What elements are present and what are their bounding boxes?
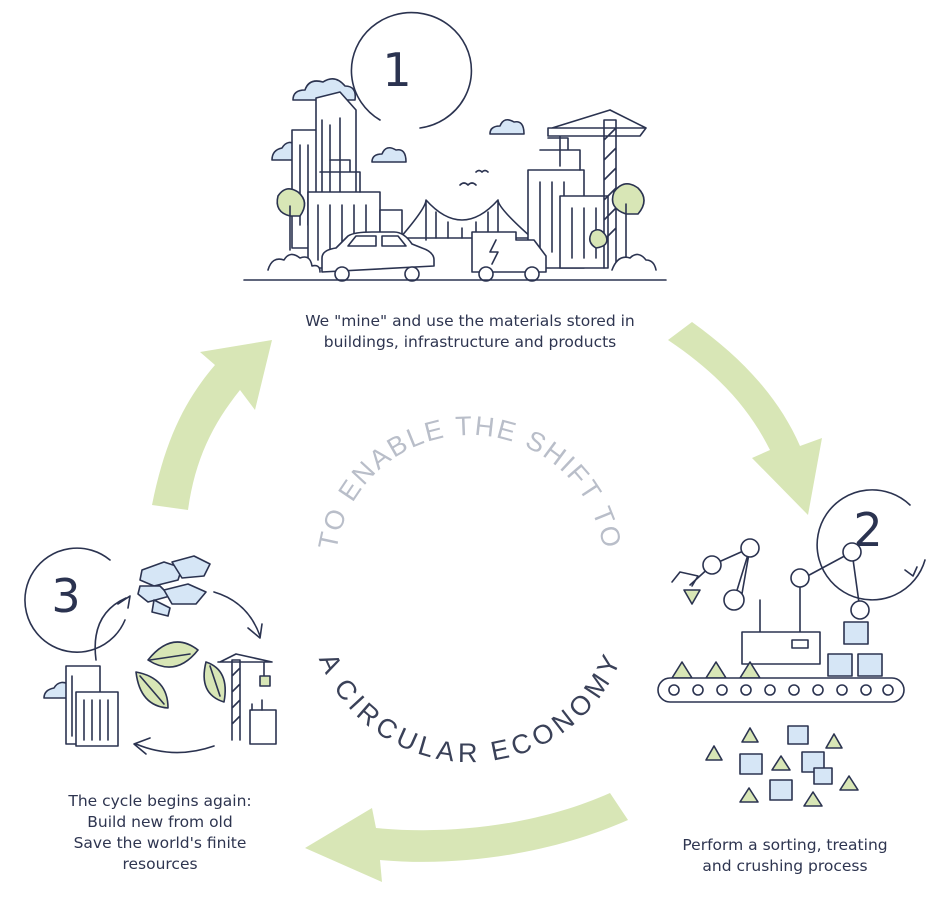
step2-caption-line-2: and crushing process — [702, 857, 867, 875]
step2-caption: Perform a sorting, treating and crushing… — [682, 836, 887, 875]
building-icon — [249, 709, 277, 745]
crushed-material-icon — [137, 555, 211, 617]
svg-text:TO ENABLE THE SHIFT TO: TO ENABLE THE SHIFT TO — [313, 411, 628, 552]
step1-city-illustration: 1 — [243, 11, 667, 282]
arrow-step2-to-step3 — [305, 793, 628, 882]
robot-arm-icon — [799, 551, 861, 633]
step3-caption-line-2: Build new from old — [87, 813, 232, 831]
step1-number-circle — [350, 11, 473, 129]
arrow-step1-to-step2 — [668, 322, 822, 515]
cycle-arrows — [152, 322, 822, 882]
step3-caption-line-3: Save the world's finite — [74, 834, 247, 852]
triangle-piece — [671, 661, 693, 679]
crane-icon — [217, 653, 273, 741]
step3-number-circle — [24, 547, 126, 653]
step2-processing-illustration: 2 — [657, 489, 926, 807]
step3-caption: The cycle begins again: Build new from o… — [67, 792, 251, 873]
triangle-piece — [683, 589, 701, 605]
sorted-pile — [705, 727, 859, 807]
step3-caption-line-1: The cycle begins again: — [67, 792, 251, 810]
step2-caption-line-1: Perform a sorting, treating — [682, 836, 887, 854]
cycle-arrow-icon — [94, 595, 131, 661]
tree-icon — [611, 183, 645, 263]
truck-icon — [471, 231, 547, 273]
conveyor-belt — [657, 677, 905, 703]
arrow-step3-to-step1 — [152, 340, 272, 510]
cloud-icon — [489, 118, 525, 135]
cycle-arrow-icon — [213, 591, 263, 639]
slogan-arc-bottom: A CIRCULAR ECONOMY — [313, 649, 625, 768]
tree-icon — [588, 228, 608, 249]
crane-icon — [547, 109, 647, 269]
step1-number: 1 — [382, 43, 411, 97]
step3-number: 3 — [51, 569, 80, 623]
cloud-icon — [371, 146, 407, 163]
step1-caption-line-2: buildings, infrastructure and products — [324, 333, 617, 351]
step2-number-circle — [816, 489, 926, 601]
step3-caption-line-4: resources — [122, 855, 197, 873]
tree-icon — [276, 188, 306, 251]
step1-caption-line-1: We "mine" and use the materials stored i… — [305, 312, 634, 330]
cycle-arrow-icon — [133, 737, 215, 755]
triangle-piece — [705, 661, 727, 679]
car-icon — [321, 231, 435, 273]
slogan-arc-top: TO ENABLE THE SHIFT TO — [313, 411, 626, 552]
recycle-leaves-icon — [135, 641, 226, 709]
building-icon — [75, 691, 119, 747]
step1-caption: We "mine" and use the materials stored i… — [305, 312, 634, 351]
bridge-icon — [399, 199, 533, 241]
step3-recycle-illustration: 3 — [24, 547, 277, 755]
sorted-pile-blocks — [739, 725, 833, 801]
svg-text:A CIRCULAR ECONOMY: A CIRCULAR ECONOMY — [313, 649, 627, 768]
center-slogan: TO ENABLE THE SHIFT TO A CIRCULAR ECONOM… — [313, 411, 628, 768]
